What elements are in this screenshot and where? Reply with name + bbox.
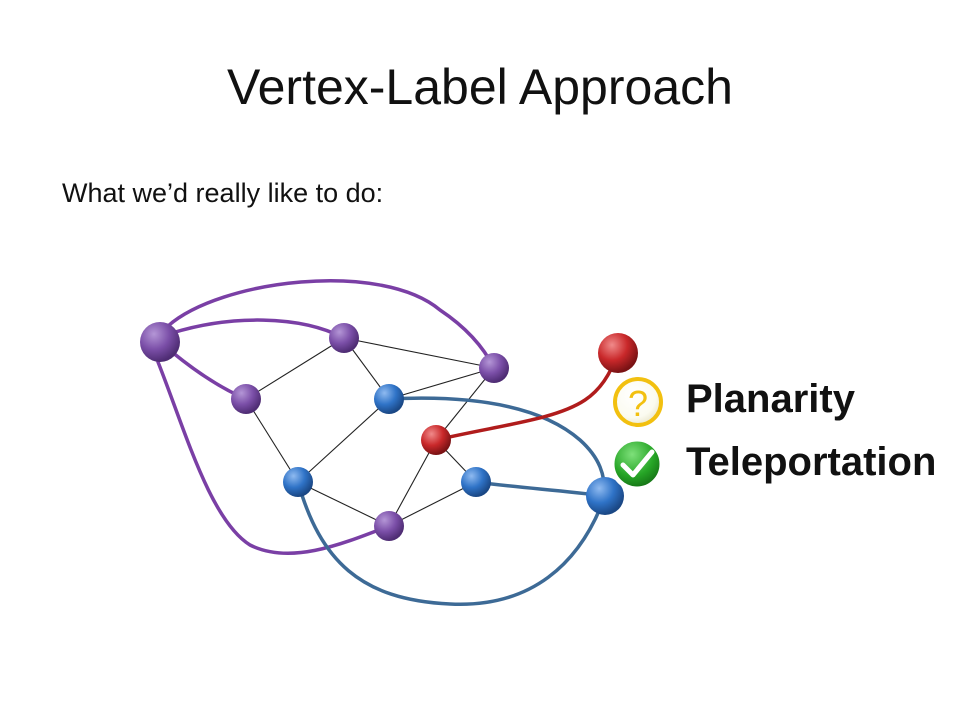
vertex-red (598, 333, 638, 373)
vertex-purple (479, 353, 509, 383)
vertex-red (421, 425, 451, 455)
legend-label-teleportation: Teleportation (686, 440, 937, 484)
vertex-blue (374, 384, 404, 414)
slide-title: Vertex-Label Approach (227, 59, 733, 115)
vertex-purple (329, 323, 359, 353)
edge (297, 398, 390, 483)
vertex-blue (586, 477, 624, 515)
svg-text:?: ? (628, 383, 648, 424)
edge (297, 481, 390, 527)
graph-vertices (140, 322, 638, 541)
purple-curve (166, 279, 496, 370)
red-curve (434, 351, 620, 442)
edge (343, 337, 495, 369)
legend-label-planarity: Planarity (686, 377, 855, 421)
edge (388, 439, 437, 527)
edge (388, 481, 477, 527)
graph-curves (156, 279, 620, 606)
slide-subtitle: What we’d really like to do: (62, 178, 384, 208)
vertex-purple (231, 384, 261, 414)
edge (388, 367, 495, 400)
purple-curve (156, 360, 391, 556)
blue-curve (474, 480, 607, 498)
edge (245, 337, 345, 400)
blue-curve (387, 396, 607, 498)
blue-curve (296, 480, 607, 606)
vertex-blue (283, 467, 313, 497)
edge (245, 398, 299, 483)
question-icon: ? (613, 377, 663, 427)
vertex-purple (374, 511, 404, 541)
edge (435, 367, 495, 441)
vertex-blue (461, 467, 491, 497)
vertex-purple (140, 322, 180, 362)
purple-curve (170, 318, 346, 340)
graph-edges (245, 337, 495, 527)
checkmark-icon (610, 437, 664, 491)
